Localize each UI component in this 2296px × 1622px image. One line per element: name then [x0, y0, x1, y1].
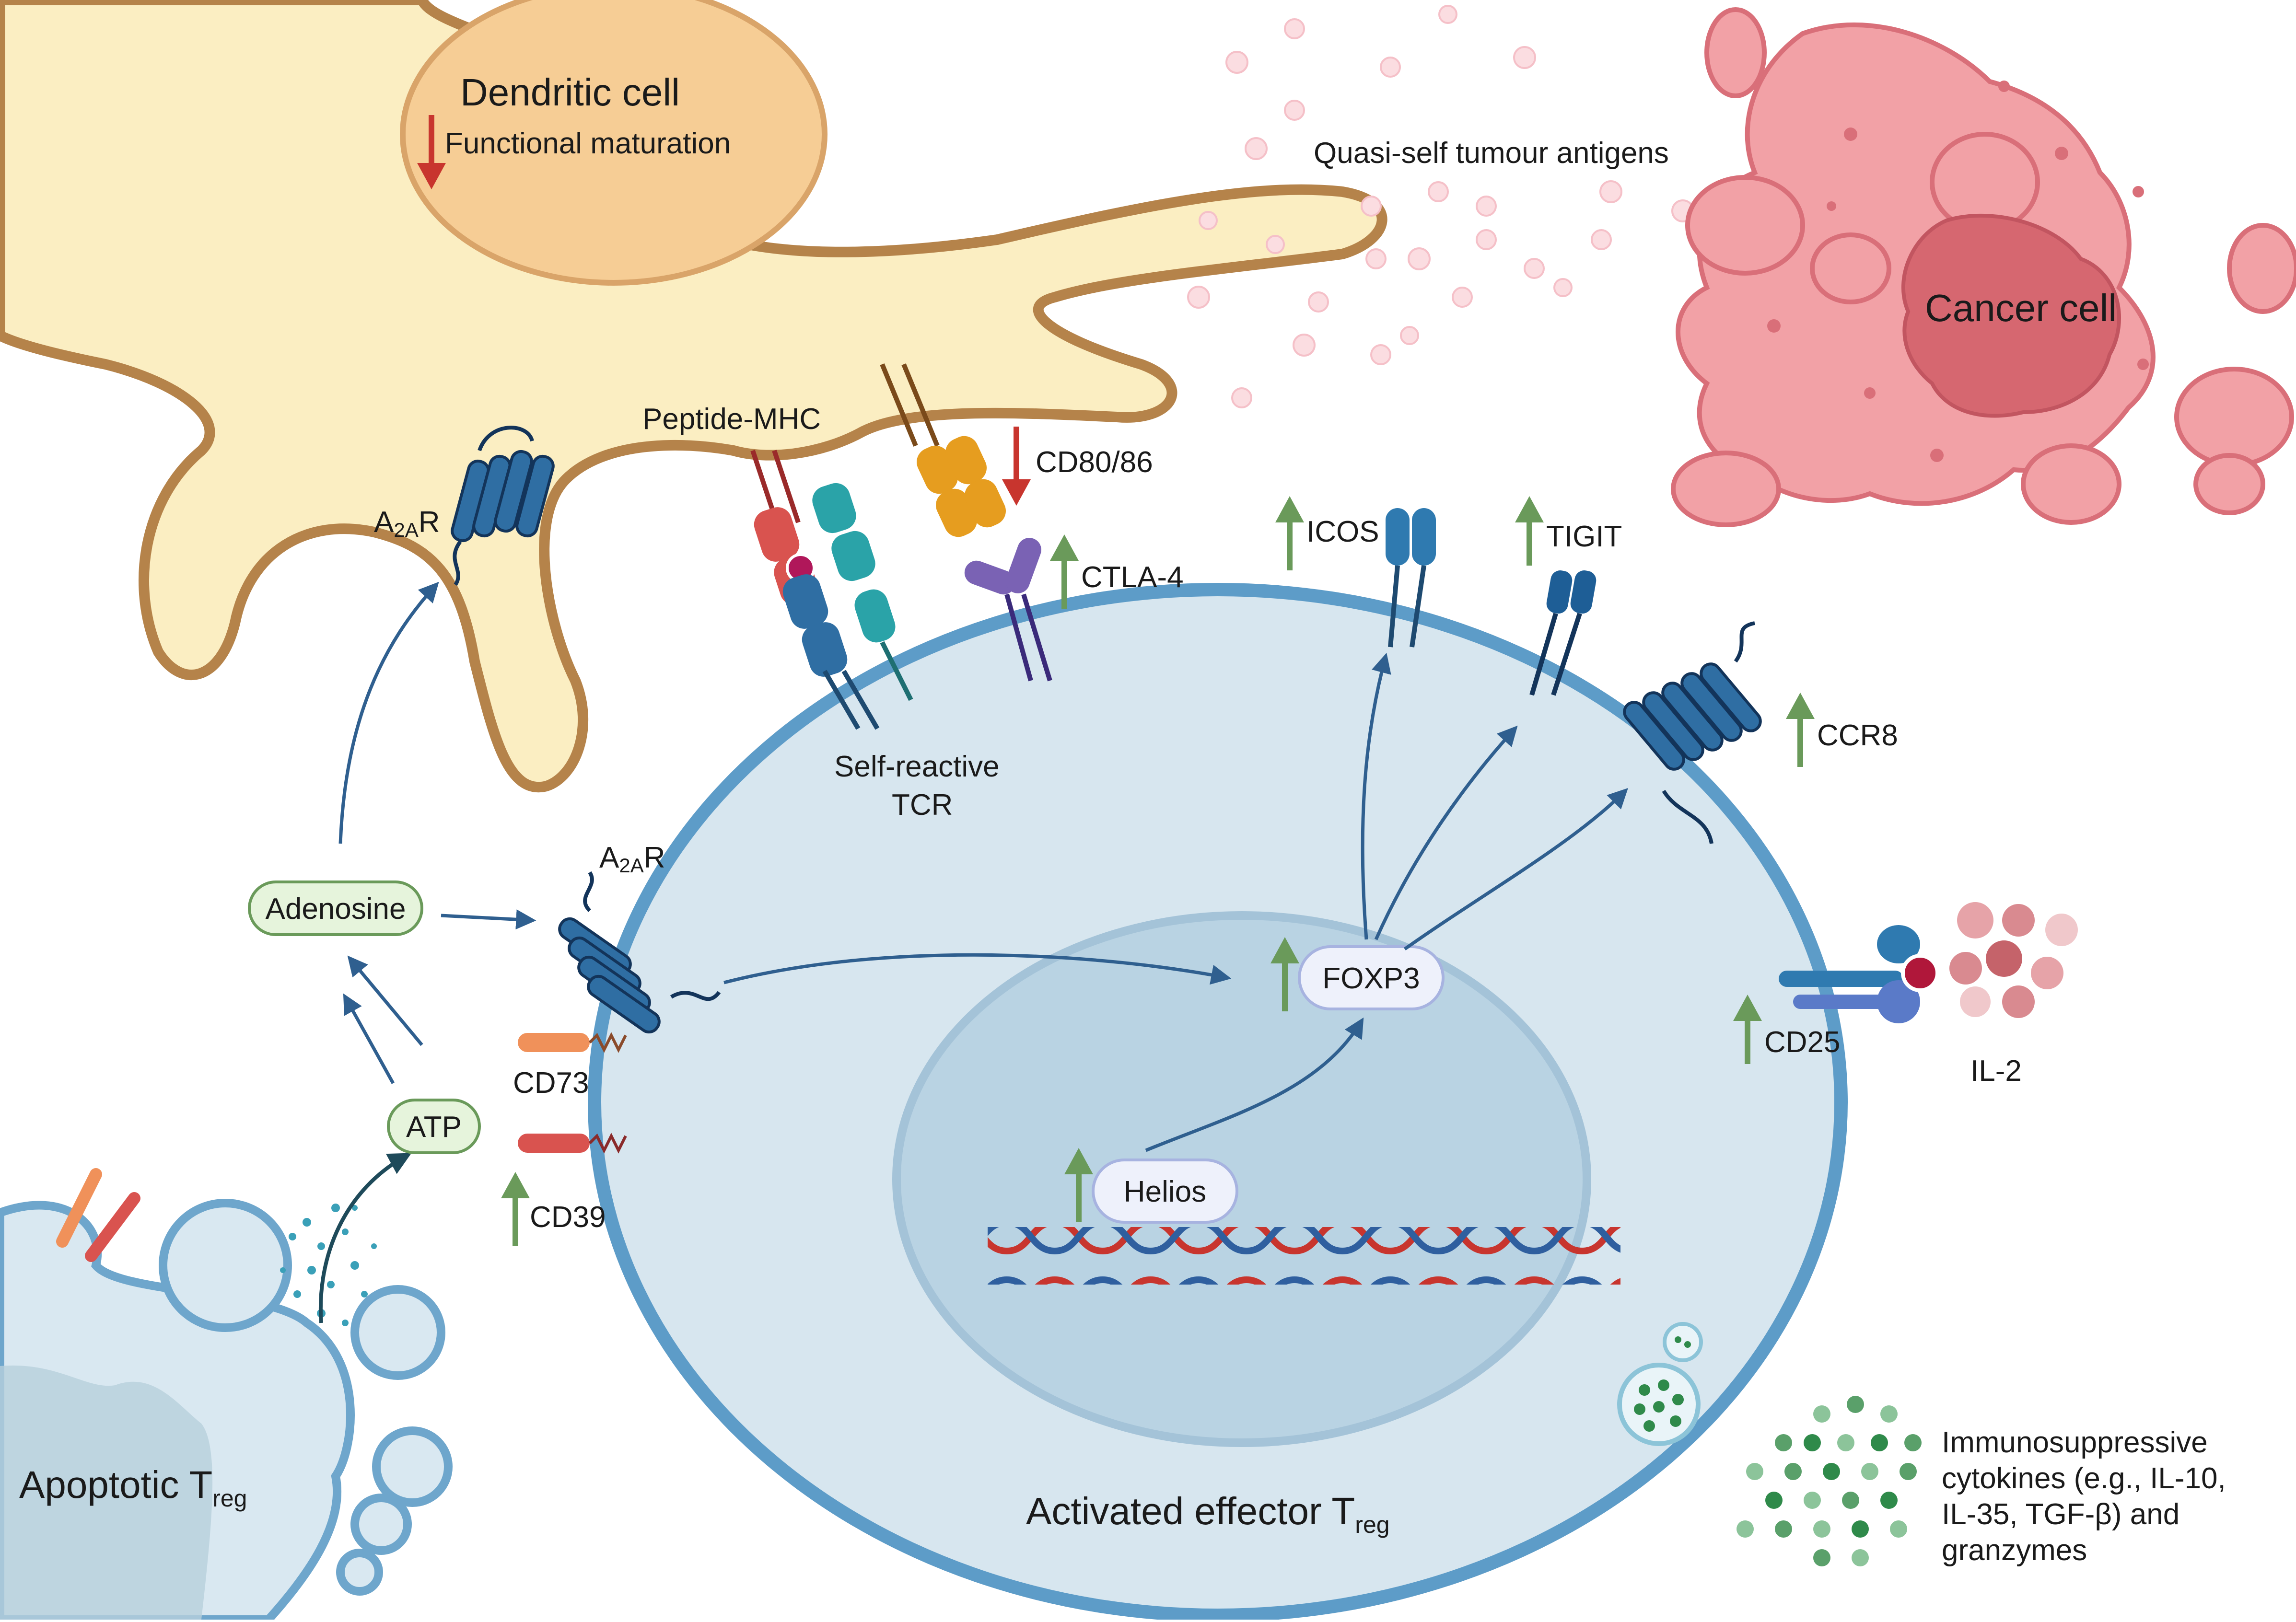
foxp3-pill-label: FOXP3	[1322, 962, 1420, 995]
cd73-label: CD73	[513, 1066, 589, 1100]
helios-pill: Helios	[1092, 1159, 1238, 1224]
adenosine-to-a2ar-treg-arrow	[441, 909, 536, 930]
atp-particles	[280, 1204, 377, 1326]
foxp3-pill: FOXP3	[1298, 945, 1445, 1010]
foxp3-to-icos-arrow	[1361, 652, 1391, 940]
ccr8-receptor	[1623, 621, 1762, 844]
dendritic-cell-label: Dendritic cell	[460, 71, 680, 114]
helios-to-foxp3-arrow	[1145, 1017, 1364, 1152]
atp-to-adenosine-arrow-2	[343, 993, 395, 1084]
a2ar-dc-label: A2AR	[374, 506, 440, 541]
helios-pill-label: Helios	[1124, 1175, 1206, 1208]
secretory-vesicles	[1617, 1322, 1703, 1446]
dc-maturation-down-arrowhead	[417, 163, 446, 189]
adenosine-pill: Adenosine	[248, 881, 423, 936]
tigit-up-arrowhead	[1515, 496, 1544, 522]
a2ar-receptor-treg	[558, 871, 721, 1034]
cd80-86-down-arrowhead	[1002, 479, 1031, 506]
cytokine-particles	[1737, 1396, 1922, 1566]
ctla4-receptor	[964, 538, 1052, 682]
foxp3-to-ccr8-arrow	[1403, 788, 1628, 950]
icos-up-arrowhead	[1275, 496, 1304, 522]
foxp3-to-tigit-arrow	[1374, 725, 1518, 940]
atp-pill: ATP	[387, 1099, 481, 1154]
ccr8-label: CCR8	[1817, 719, 1898, 752]
cd39-up-arrowhead	[501, 1172, 530, 1198]
tcr-label-line2: TCR	[892, 788, 953, 822]
icos-label: ICOS	[1306, 515, 1379, 548]
atp-release-arrow	[319, 1153, 412, 1323]
dendritic-nucleus	[400, 0, 827, 286]
cytokines-line-4: granzymes	[1942, 1534, 2087, 1567]
tumour-antigen-particles	[1187, 5, 1694, 408]
tigit-label: TIGIT	[1546, 520, 1622, 553]
cd80-86-label: CD80/86	[1036, 446, 1153, 479]
cd39-enzyme	[518, 1133, 627, 1154]
peptide-mhc-label: Peptide-MHC	[642, 403, 821, 436]
apoptotic-surface-enzymes	[56, 1168, 140, 1262]
atp-to-adenosine-arrow-1	[347, 955, 423, 1046]
a2ar-receptor-dc	[451, 426, 555, 586]
apoptotic-treg-label: Apoptotic Treg	[19, 1463, 247, 1512]
il2-particles	[1949, 902, 2078, 1018]
dc-maturation-label: Functional maturation	[445, 127, 731, 160]
cd39-label: CD39	[530, 1201, 606, 1234]
peptide-mhc-tcr-complex	[750, 450, 913, 730]
effector-treg-cell	[588, 583, 1848, 1622]
cytokines-line-1: Immunosuppressive	[1942, 1426, 2208, 1459]
cd25-receptor	[1779, 925, 1939, 1023]
cd73-enzyme	[518, 1032, 627, 1053]
effector-treg-label: Activated effector Treg	[1026, 1490, 1390, 1538]
icos-receptor	[1386, 508, 1436, 648]
cd25-up-arrowhead	[1733, 995, 1762, 1021]
il2-label: IL-2	[1970, 1054, 2022, 1088]
tumour-antigens-label: Quasi-self tumour antigens	[1314, 137, 1669, 170]
cancer-cell-label: Cancer cell	[1925, 287, 2117, 329]
cd80-86-receptor	[880, 363, 1006, 537]
tigit-receptor	[1529, 570, 1597, 696]
dendritic-cell	[0, 0, 1387, 792]
a2ar-treg-label: A2AR	[599, 841, 665, 877]
helios-up-arrowhead	[1064, 1148, 1093, 1174]
cd25-label: CD25	[1764, 1026, 1841, 1059]
cancer-cell	[1671, 7, 2296, 527]
cytokines-line-3: IL-35, TGF-β) and	[1942, 1498, 2179, 1531]
atp-pill-label: ATP	[406, 1111, 462, 1144]
pathway-arrows	[338, 581, 1628, 1152]
ctla4-label: CTLA-4	[1081, 561, 1184, 594]
ccr8-up-arrowhead	[1786, 693, 1815, 719]
effector-treg-nucleus	[892, 911, 1591, 1447]
apoptotic-bodies	[159, 1199, 453, 1596]
cancer-nucleus	[1901, 213, 2121, 418]
adenosine-to-a2ar-dc-arrow	[338, 581, 439, 844]
a2ar-to-foxp3-arrow	[723, 953, 1232, 985]
cytokines-line-2: cytokines (e.g., IL-10,	[1942, 1462, 2226, 1495]
ctla4-up-arrowhead	[1050, 534, 1079, 561]
tcr-label-line1: Self-reactive	[834, 750, 1000, 783]
adenosine-pill-label: Adenosine	[265, 892, 406, 926]
foxp3-up-arrowhead	[1270, 937, 1299, 963]
dna-helix	[988, 1227, 1620, 1285]
cytokines-caption: Immunosuppressive cytokines (e.g., IL-10…	[1942, 1426, 2226, 1567]
